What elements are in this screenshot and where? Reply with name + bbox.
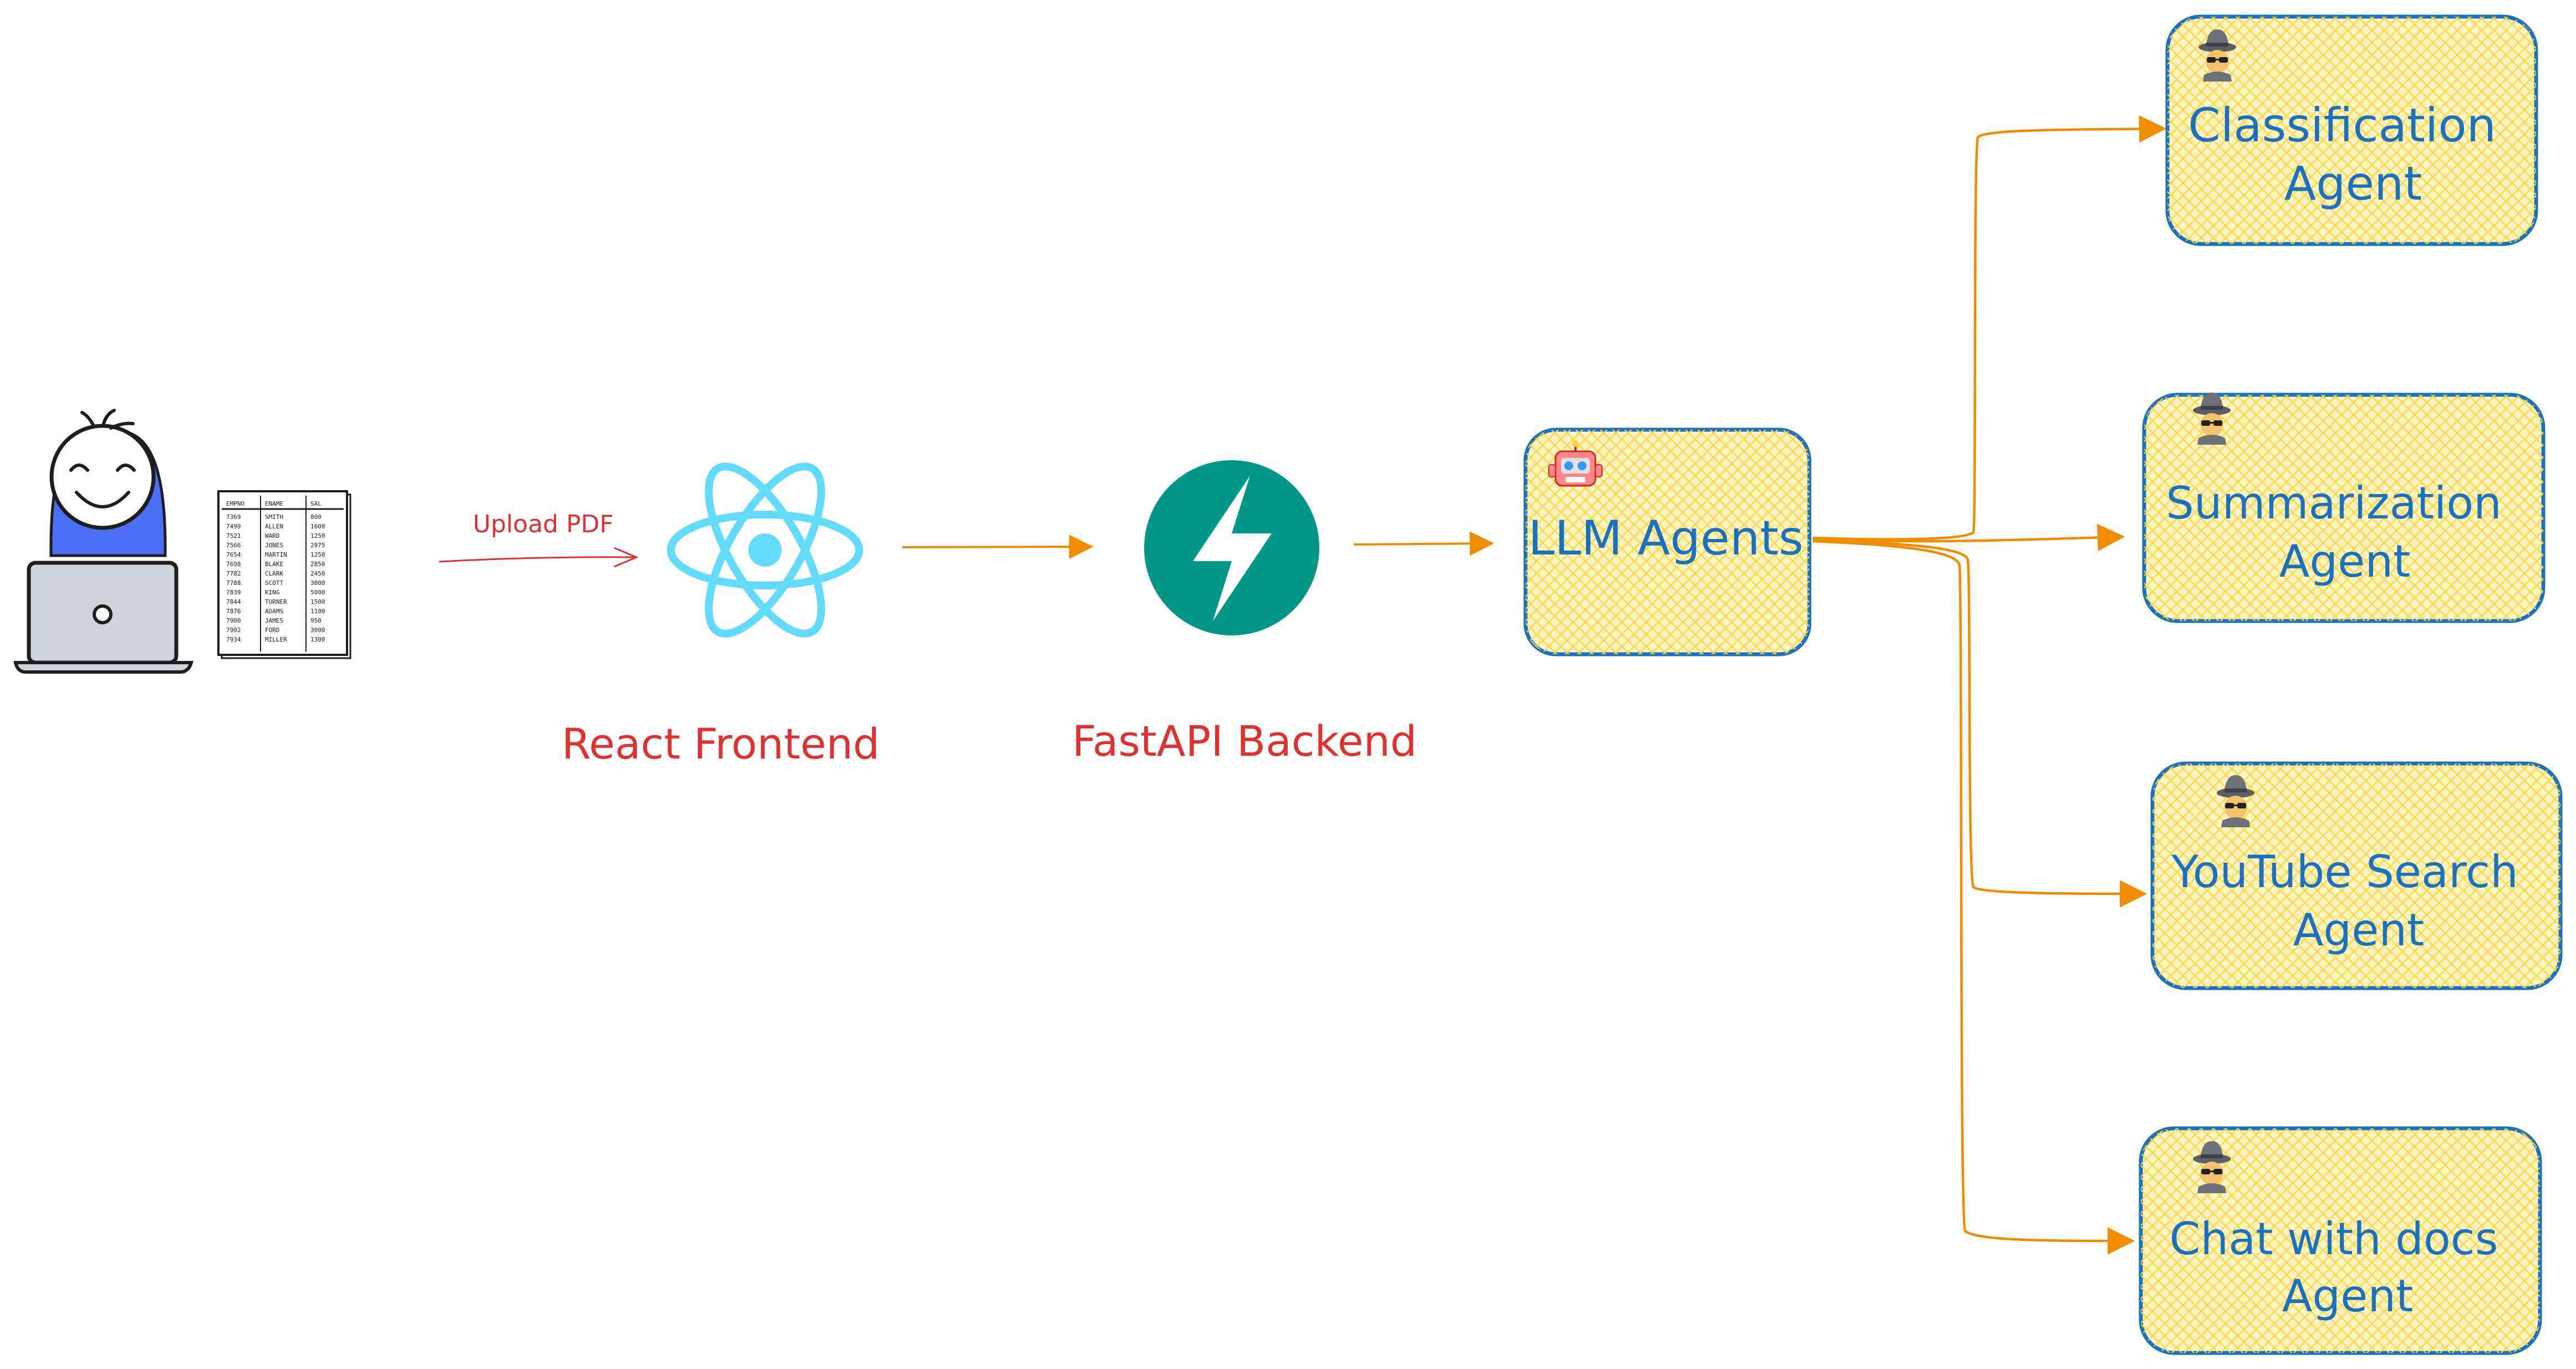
agent-classification-line2: Agent — [2284, 156, 2422, 211]
table-cell: 5000 — [310, 589, 325, 596]
table-cell: KING — [265, 589, 280, 596]
table-cell: JONES — [265, 542, 283, 549]
table-cell: MILLER — [265, 636, 287, 643]
table-cell: FORD — [265, 627, 280, 634]
table-cell: TURNER — [265, 598, 287, 605]
table-cell: MARTIN — [265, 551, 287, 558]
llm-agents-node: LLM Agents — [1523, 428, 1812, 656]
table-cell: 7566 — [226, 542, 241, 549]
table-cell: 1300 — [310, 636, 325, 643]
table-cell: CLARK — [265, 570, 283, 577]
table-cell: SMITH — [265, 513, 283, 521]
table-cell: 7698 — [226, 561, 241, 568]
react-logo-icon — [667, 462, 863, 638]
table-cell: JAMES — [265, 617, 283, 624]
agent-node-classification: Classification Agent — [2165, 14, 2538, 246]
agent-summarization-line1: Summarization — [2166, 477, 2502, 529]
agent-youtube-line2: Agent — [2293, 904, 2425, 956]
table-cell: 7782 — [226, 570, 241, 577]
agent-classification-line1: Classification — [2188, 98, 2496, 152]
upload-arrow-head — [614, 547, 639, 568]
table-cell: 7654 — [226, 551, 241, 558]
upload-arrow-line — [438, 556, 635, 563]
table-cell: 3000 — [310, 579, 325, 587]
agent-summarization-line2: Agent — [2279, 536, 2411, 587]
table-cell: 2450 — [310, 570, 325, 577]
table-cell: 1250 — [310, 551, 325, 558]
robot-icon — [1548, 440, 1603, 487]
agent-node-chat-with-docs: Chat with docs Agent — [2139, 1126, 2542, 1355]
react-frontend-label: React Frontend — [562, 719, 880, 769]
agent-chat-line1: Chat with docs — [2170, 1213, 2498, 1265]
table-cell: 7900 — [226, 617, 241, 624]
table-cell: 7369 — [226, 513, 241, 521]
table-cell: WARD — [265, 532, 280, 540]
table-cell: ADAMS — [265, 608, 283, 615]
person-head — [49, 424, 156, 530]
table-cell: 7934 — [226, 636, 241, 643]
table-cell: 7521 — [226, 532, 241, 540]
table-cell: 1500 — [310, 598, 325, 605]
person-hair — [80, 409, 135, 430]
agent-node-summarization: Summarization Agent — [2142, 393, 2546, 623]
table-cell: 7876 — [226, 608, 241, 615]
table-cell: 7788 — [226, 579, 241, 587]
table-cell: BLAKE — [265, 561, 283, 568]
table-cell: SCOTT — [265, 579, 283, 587]
llm-agents-label: LLM Agents — [1528, 511, 1804, 566]
table-cell: 7844 — [226, 598, 241, 605]
table-cell: 3000 — [310, 627, 325, 634]
user-figure — [13, 409, 194, 674]
table-header-cell: SAL — [310, 500, 322, 507]
table-cell: 950 — [310, 617, 322, 624]
agent-chat-line2: Agent — [2282, 1270, 2414, 1322]
agent-youtube-line1: YouTube Search — [2171, 846, 2518, 898]
table-cell: 2975 — [310, 542, 325, 549]
table-cell: 1600 — [310, 523, 325, 530]
table-cell: 7839 — [226, 589, 241, 596]
table-header-cell: ENAME — [265, 500, 283, 507]
table-header-cell: EMPNO — [226, 500, 244, 507]
pdf-document-icon: EMPNO ENAME SAL 7369 SMITH 800 7499 ALLEN 1600 75… — [217, 490, 351, 659]
table-cell: 800 — [310, 513, 322, 521]
table-cell: 1250 — [310, 532, 325, 540]
table-cell: 7902 — [226, 627, 241, 634]
upload-pdf-label: Upload PDF — [473, 510, 614, 538]
agent-node-youtube-search: YouTube Search Agent — [2150, 761, 2563, 990]
table-cell: ALLEN — [265, 523, 283, 530]
fastapi-logo-icon — [1144, 460, 1319, 635]
table-cell: 1100 — [310, 608, 325, 615]
fastapi-backend-label: FastAPI Backend — [1072, 716, 1417, 766]
agent-routing-arrows — [1812, 115, 2167, 1255]
arrow-backend-llm — [1353, 531, 1494, 556]
table-cell: 2850 — [310, 561, 325, 568]
table-cell: 7499 — [226, 523, 241, 530]
